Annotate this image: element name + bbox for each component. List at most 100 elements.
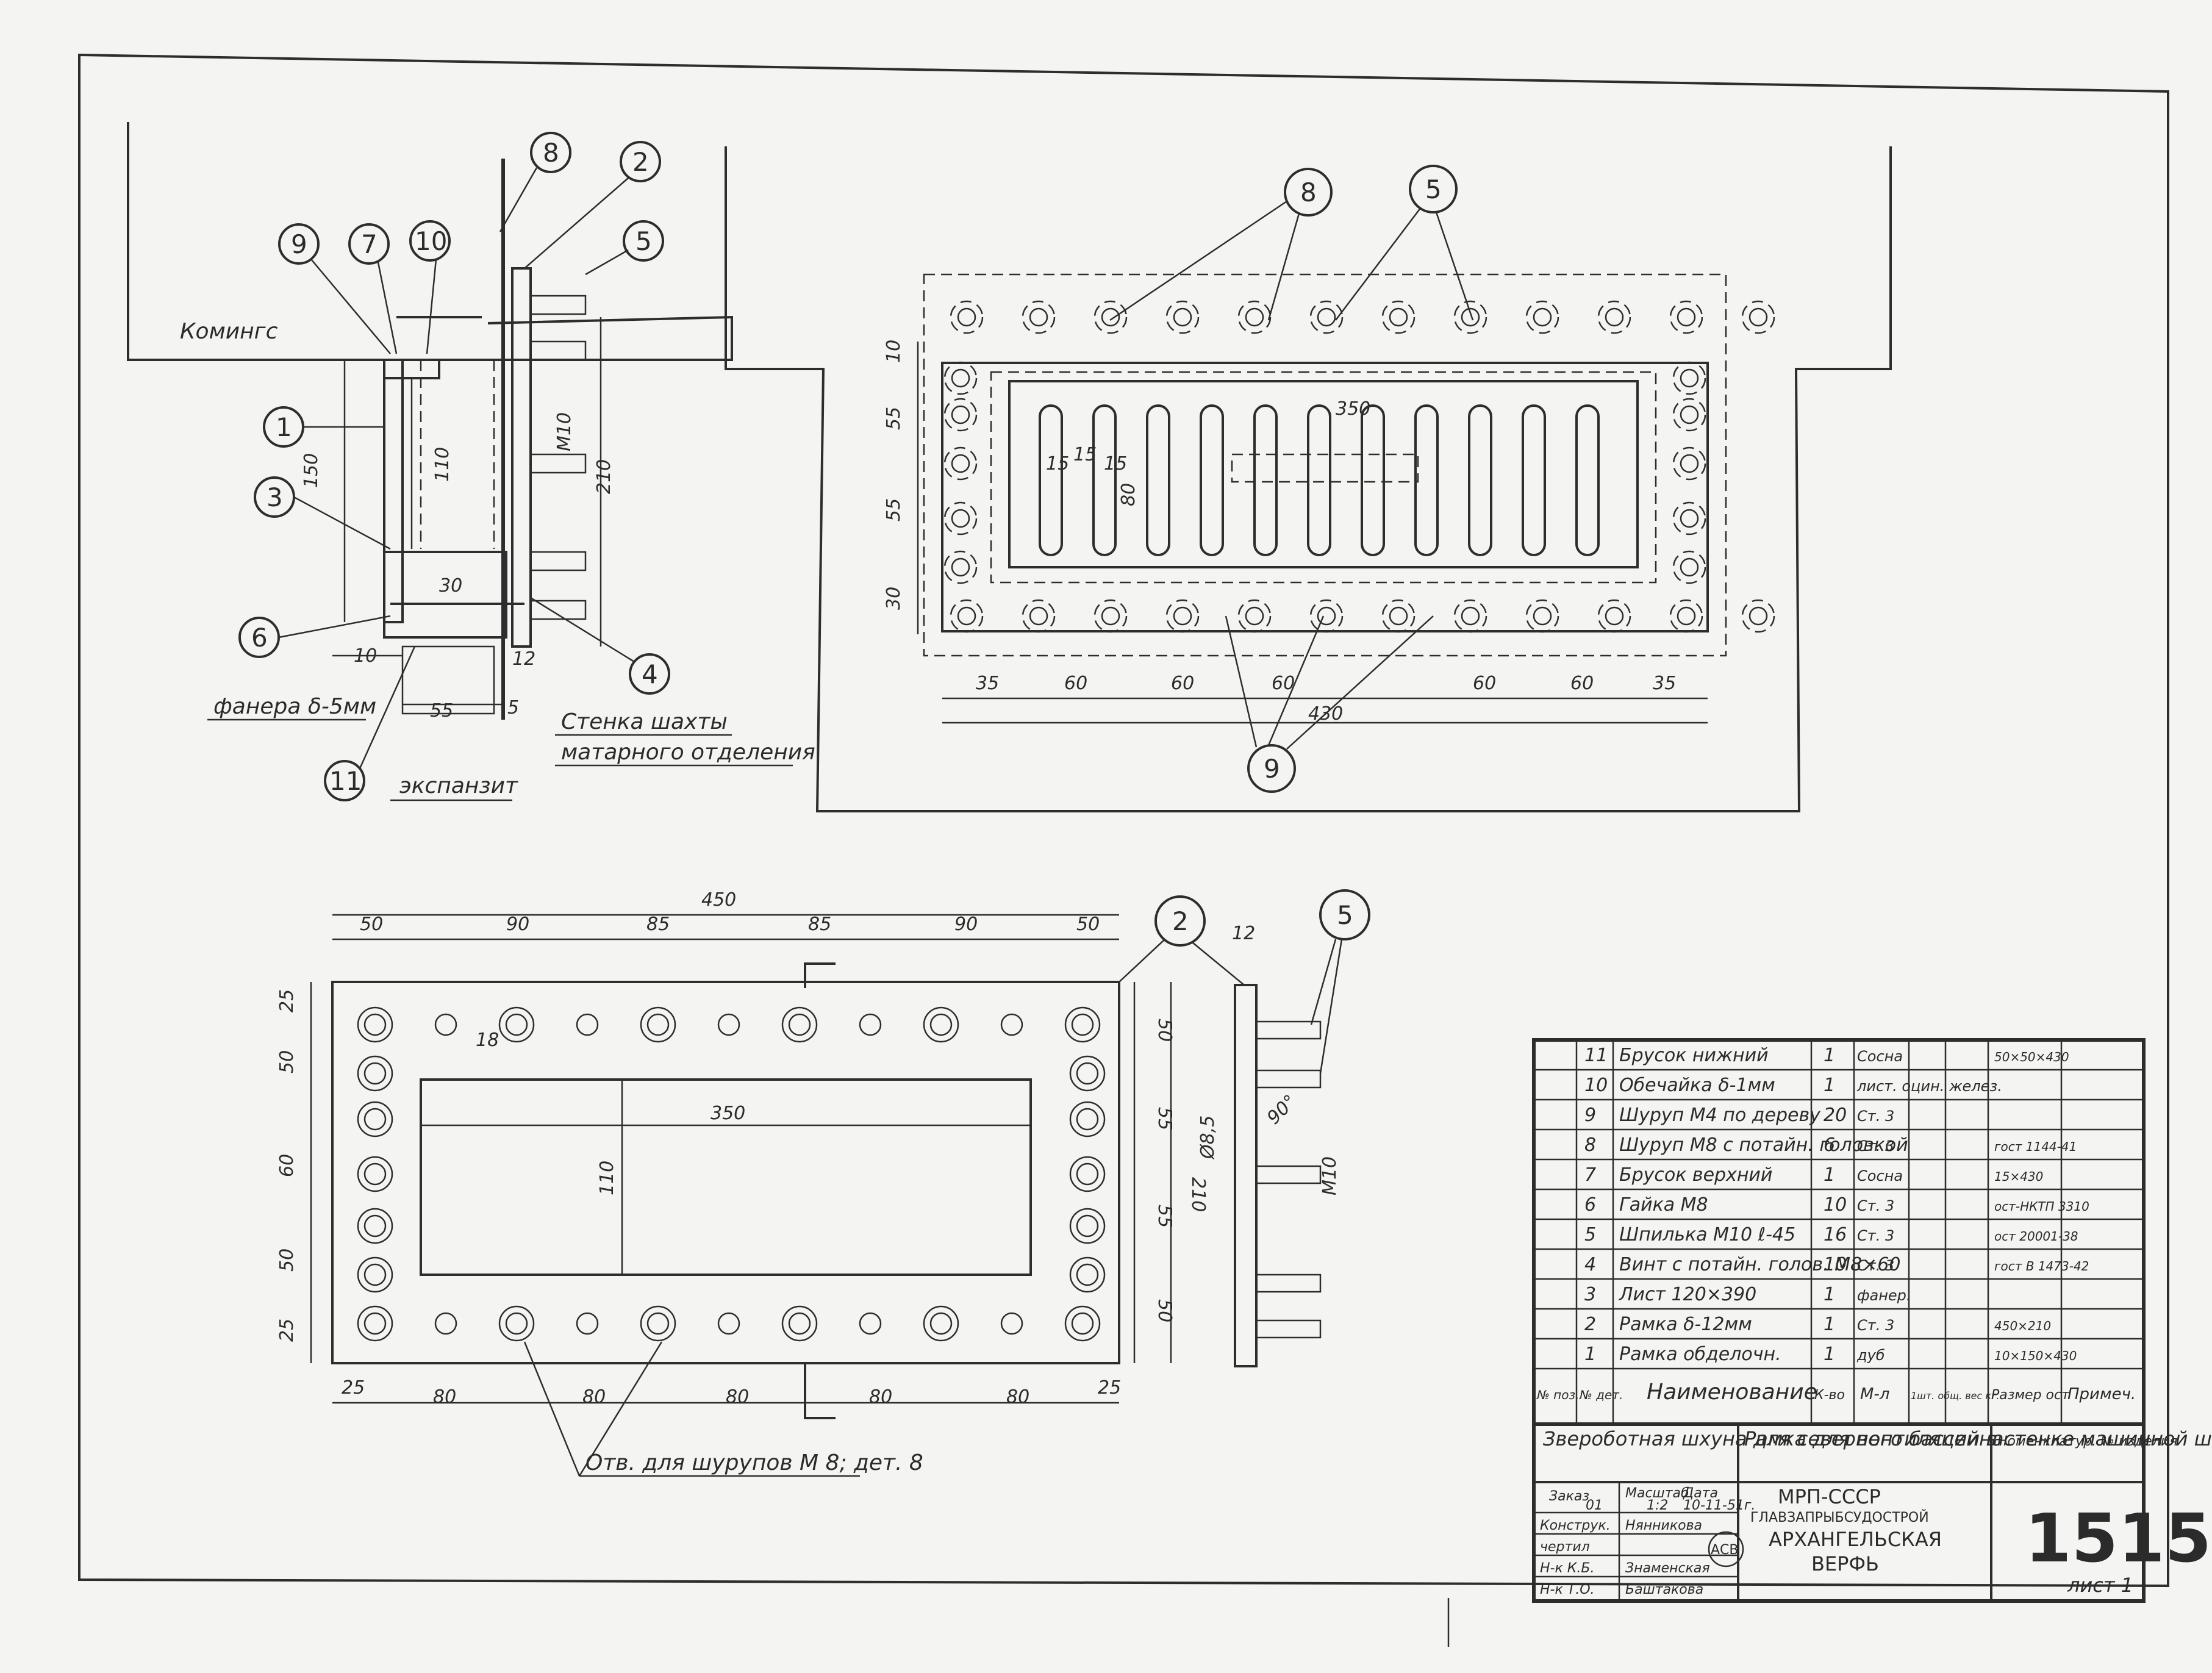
dim-80: 80 bbox=[433, 1386, 456, 1408]
nomenclature: Номенклатур. № изделия bbox=[1997, 1434, 2177, 1449]
vent-slot bbox=[1253, 404, 1278, 556]
table-cell: Сосна bbox=[1857, 1167, 1903, 1184]
hole-outline bbox=[1093, 300, 1128, 334]
logo-text: АСВ bbox=[1711, 1542, 1739, 1558]
stud bbox=[529, 600, 587, 620]
vent-slot bbox=[1146, 404, 1170, 556]
table-cell: Обечайка δ-1мм bbox=[1619, 1075, 1775, 1096]
hole bbox=[1317, 606, 1336, 626]
dim-50: 50 bbox=[276, 1248, 298, 1272]
dim-450: 450 bbox=[701, 889, 736, 911]
hole-outline bbox=[1672, 398, 1706, 432]
vent-slot bbox=[1307, 404, 1331, 556]
table-cell: 16 bbox=[1824, 1224, 1847, 1245]
date-label: Дата bbox=[1683, 1486, 1718, 1501]
hole bbox=[363, 1214, 387, 1238]
table-header: Примеч. bbox=[2067, 1385, 2136, 1403]
role: Н-к К.Б. bbox=[1540, 1561, 1594, 1576]
callout: 5 bbox=[1319, 889, 1370, 940]
hole bbox=[1000, 1312, 1023, 1335]
dim-55: 55 bbox=[883, 498, 904, 521]
table-cell: гост В 1473-42 bbox=[1994, 1259, 2089, 1274]
role: Конструк. bbox=[1540, 1518, 1611, 1533]
dim-60: 60 bbox=[1171, 673, 1194, 694]
hole-outline bbox=[1672, 361, 1706, 395]
hole bbox=[505, 1013, 528, 1036]
hole-outline bbox=[950, 300, 984, 334]
table-cell: дуб bbox=[1856, 1347, 1885, 1364]
hole bbox=[1461, 307, 1480, 327]
dim-210: 210 bbox=[1187, 1177, 1209, 1212]
dim-5: 5 bbox=[507, 697, 519, 718]
scale-label: Масштаб bbox=[1625, 1486, 1689, 1501]
hole bbox=[646, 1312, 670, 1335]
table-cell: 4 bbox=[1584, 1254, 1596, 1275]
countersink bbox=[923, 1006, 959, 1043]
table-cell: 3 bbox=[1584, 1284, 1596, 1305]
hole bbox=[1076, 1214, 1099, 1238]
hole bbox=[363, 1108, 387, 1131]
drawing-number: 1515 bbox=[2025, 1499, 2211, 1577]
hole-outline bbox=[1453, 300, 1487, 334]
hole bbox=[1173, 606, 1192, 626]
hole bbox=[1389, 307, 1408, 327]
hole bbox=[576, 1312, 599, 1335]
callout: 4 bbox=[629, 653, 670, 695]
hole bbox=[951, 368, 970, 388]
hole bbox=[717, 1312, 740, 1335]
note-wall2: матарного отделения bbox=[561, 740, 815, 765]
hole-outline bbox=[950, 599, 984, 633]
dim-m10: M10 bbox=[1319, 1156, 1340, 1195]
table-cell: Брусок верхний bbox=[1619, 1164, 1772, 1186]
dim-50: 50 bbox=[1076, 914, 1100, 935]
hole-outline bbox=[1597, 599, 1631, 633]
stud bbox=[1255, 1319, 1322, 1339]
svg-text:8: 8 bbox=[543, 138, 559, 168]
hole bbox=[859, 1312, 882, 1335]
dim-60: 60 bbox=[276, 1154, 298, 1177]
callout: 10 bbox=[409, 220, 451, 262]
hole bbox=[1173, 307, 1192, 327]
countersink bbox=[1069, 1156, 1106, 1192]
stud bbox=[1255, 1069, 1322, 1089]
dim-12: 12 bbox=[512, 648, 535, 670]
countersink bbox=[357, 1305, 393, 1342]
hole-outline bbox=[1381, 599, 1416, 633]
dim-35: 35 bbox=[976, 673, 999, 694]
stud bbox=[1255, 1165, 1322, 1184]
hole bbox=[717, 1013, 740, 1036]
dim-30: 30 bbox=[439, 575, 462, 596]
svg-text:9: 9 bbox=[1264, 754, 1280, 784]
hole bbox=[1533, 307, 1552, 327]
stud bbox=[1255, 1020, 1322, 1040]
hole bbox=[929, 1312, 953, 1335]
holes-note: Отв. для шурупов M 8; дет. 8 bbox=[585, 1450, 923, 1475]
table-cell: 10×150×430 bbox=[1994, 1349, 2077, 1363]
hole bbox=[951, 509, 970, 528]
svg-text:9: 9 bbox=[291, 229, 307, 259]
countersink bbox=[357, 1055, 393, 1092]
countersink bbox=[1064, 1305, 1101, 1342]
hole bbox=[1076, 1263, 1099, 1286]
hole bbox=[363, 1163, 387, 1186]
dim-10: 10 bbox=[883, 340, 904, 363]
callout: 7 bbox=[348, 223, 390, 265]
table-cell: Рамка обделочн. bbox=[1619, 1344, 1781, 1365]
dim-15: 15 bbox=[1046, 453, 1069, 475]
vent-slot bbox=[1575, 404, 1600, 556]
stud bbox=[1255, 1274, 1322, 1293]
table-cell: Брусок нижний bbox=[1619, 1045, 1769, 1066]
hole bbox=[1533, 606, 1552, 626]
countersink bbox=[357, 1156, 393, 1192]
svg-text:6: 6 bbox=[251, 623, 268, 653]
table-cell: Ст. 3 bbox=[1857, 1108, 1894, 1125]
dim-60: 60 bbox=[1473, 673, 1496, 694]
sheet-number: лист 1 bbox=[2067, 1574, 2133, 1597]
hole-outline bbox=[1237, 599, 1272, 633]
dim-80: 80 bbox=[869, 1386, 892, 1408]
front-holes bbox=[943, 300, 1775, 633]
dim-50: 50 bbox=[1154, 1019, 1175, 1042]
countersink bbox=[923, 1305, 959, 1342]
dim-55: 55 bbox=[1154, 1205, 1175, 1228]
dim-18: 18 bbox=[476, 1030, 499, 1051]
